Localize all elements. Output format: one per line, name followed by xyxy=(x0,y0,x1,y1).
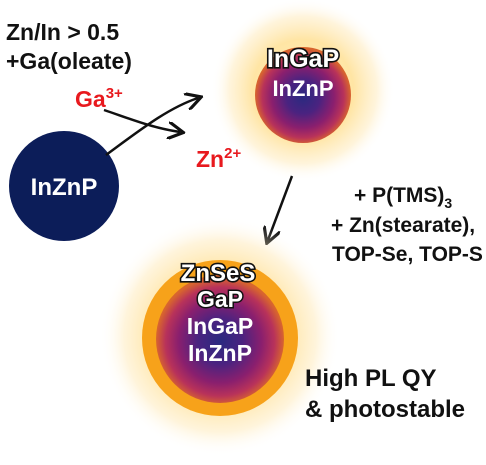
result-plqy-text: High PL QY xyxy=(305,365,437,392)
layer-ingap-label: InGaP xyxy=(187,313,253,339)
reagent-ptms-text: + P(TMS)3 xyxy=(354,184,452,211)
reagent-ptms-base: + P(TMS) xyxy=(354,184,444,207)
condition-ga-oleate-text: +Ga(oleate) xyxy=(6,48,132,74)
core-label: InZnP xyxy=(31,174,98,201)
inznp-core-particle xyxy=(9,131,119,241)
final-core-particle xyxy=(156,275,284,403)
reagent-top-text: TOP-Se, TOP-S xyxy=(332,243,483,266)
intermediate-shell-label: InGaP xyxy=(267,45,339,73)
shell-znses-label: ZnSeS xyxy=(181,260,256,287)
ingap-inznp-particle xyxy=(255,47,351,143)
ga-ion-label: Ga3+ xyxy=(75,85,123,112)
zn-ion-label: Zn2+ xyxy=(196,145,241,172)
zn-ion-base: Zn xyxy=(196,146,224,172)
layer-gap-label: GaP xyxy=(197,286,243,312)
intermediate-core-label: InZnP xyxy=(272,76,333,101)
ga-ion-charge: 3+ xyxy=(106,85,123,102)
core-inznp-label: InZnP xyxy=(188,340,252,366)
result-photostable-text: & photostable xyxy=(305,396,465,423)
exchange-main-arrow xyxy=(105,98,198,157)
exchange-zn-out-arrow xyxy=(103,108,180,132)
condition-ratio-text: Zn/In > 0.5 xyxy=(6,19,119,45)
reagent-zn-stearate-text: + Zn(stearate), xyxy=(331,214,475,237)
reagent-ptms-sub: 3 xyxy=(444,195,452,211)
ga-ion-base: Ga xyxy=(75,86,106,112)
